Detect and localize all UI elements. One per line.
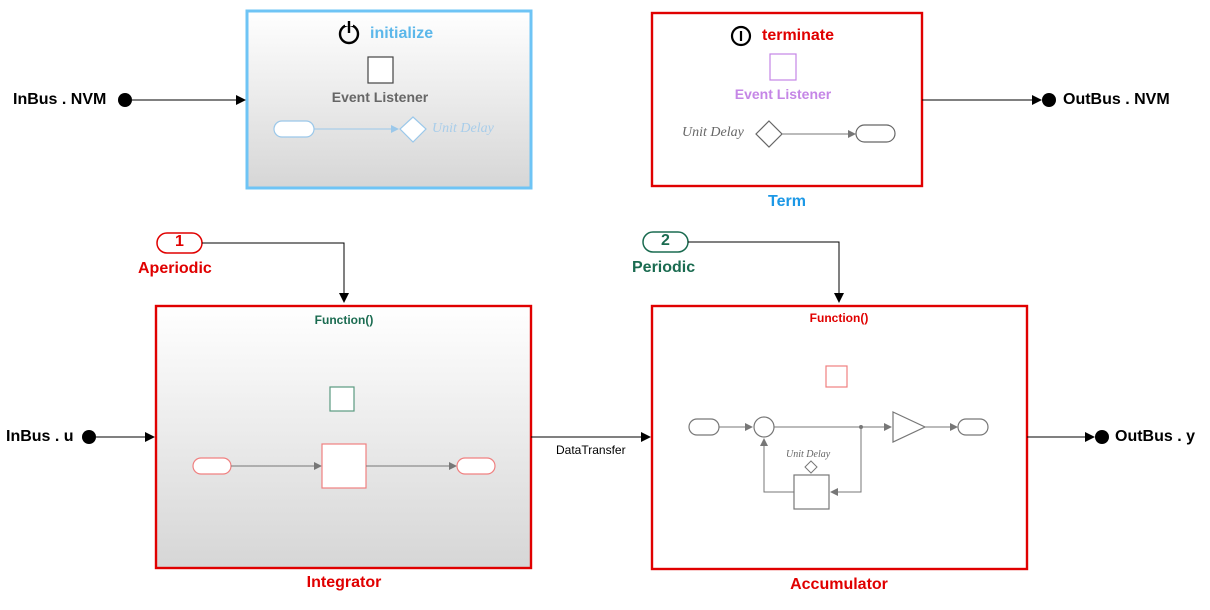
out-nvm-port-dot[interactable] [1042, 93, 1056, 107]
integrator-subsystem[interactable] [154, 304, 533, 570]
accumulator-sum [753, 416, 775, 438]
trigger-2-line [688, 241, 844, 303]
in-u-label: InBus . u [6, 428, 74, 445]
in-u-port-dot[interactable] [82, 430, 96, 444]
power-icon [338, 20, 360, 45]
term-block-name: Term [768, 193, 806, 210]
term-title: terminate [762, 27, 835, 44]
accumulator-inner-outport [957, 418, 989, 436]
out-y-port-dot[interactable] [1095, 430, 1109, 444]
accumulator-unit-delay-diamond [804, 460, 818, 474]
stop-icon [730, 25, 752, 47]
event-listener-block[interactable] [367, 56, 394, 84]
init-unit-delay-label: Unit Delay [432, 121, 494, 136]
accumulator-inner-square [825, 365, 848, 388]
init-event-listener-label: Event Listener [331, 89, 429, 105]
in-nvm-port-dot[interactable] [118, 93, 132, 107]
data-transfer-label: DataTransfer [556, 443, 626, 457]
accumulator-feedback-down [830, 427, 862, 496]
term-unit-delay-diamond [755, 120, 783, 148]
integrator-inner-block [321, 443, 367, 489]
term-event-listener-block[interactable] [769, 53, 797, 81]
initialize-subsystem[interactable] [245, 9, 533, 190]
out-y-label: OutBus . y [1115, 428, 1196, 445]
term-unit-delay-label: Unit Delay [682, 125, 744, 140]
init-unit-delay-diamond [399, 116, 427, 143]
accumulator-subsystem[interactable] [650, 304, 1029, 571]
integrator-block-name: Integrator [306, 574, 382, 591]
accumulator-function-label: Function() [809, 311, 869, 325]
integrator-inner-outport [456, 457, 496, 475]
integrator-function-label: Function() [314, 313, 374, 327]
accumulator-gain [892, 411, 927, 443]
trigger-1-label: Aperiodic [138, 260, 212, 277]
accumulator-inner-inport [688, 418, 720, 436]
term-event-listener-label: Event Listener [734, 86, 832, 102]
init-title: initialize [370, 25, 434, 42]
trigger-1-line [202, 242, 349, 303]
accumulator-feedback-up [760, 438, 794, 493]
trigger-2-number: 2 [661, 232, 670, 249]
out-nvm-label: OutBus . NVM [1063, 91, 1170, 108]
trigger-1-number: 1 [175, 233, 184, 250]
accumulator-unit-delay-label: Unit Delay [786, 449, 831, 460]
integrator-inner-square [329, 386, 355, 412]
accumulator-unit-delay-block [793, 474, 830, 510]
trigger-2-label: Periodic [632, 259, 696, 276]
init-inner-inport [273, 120, 315, 138]
term-inner-outport [855, 124, 896, 143]
integrator-inner-inport [192, 457, 232, 475]
in-nvm-label: InBus . NVM [13, 91, 107, 108]
accumulator-block-name: Accumulator [790, 576, 888, 593]
